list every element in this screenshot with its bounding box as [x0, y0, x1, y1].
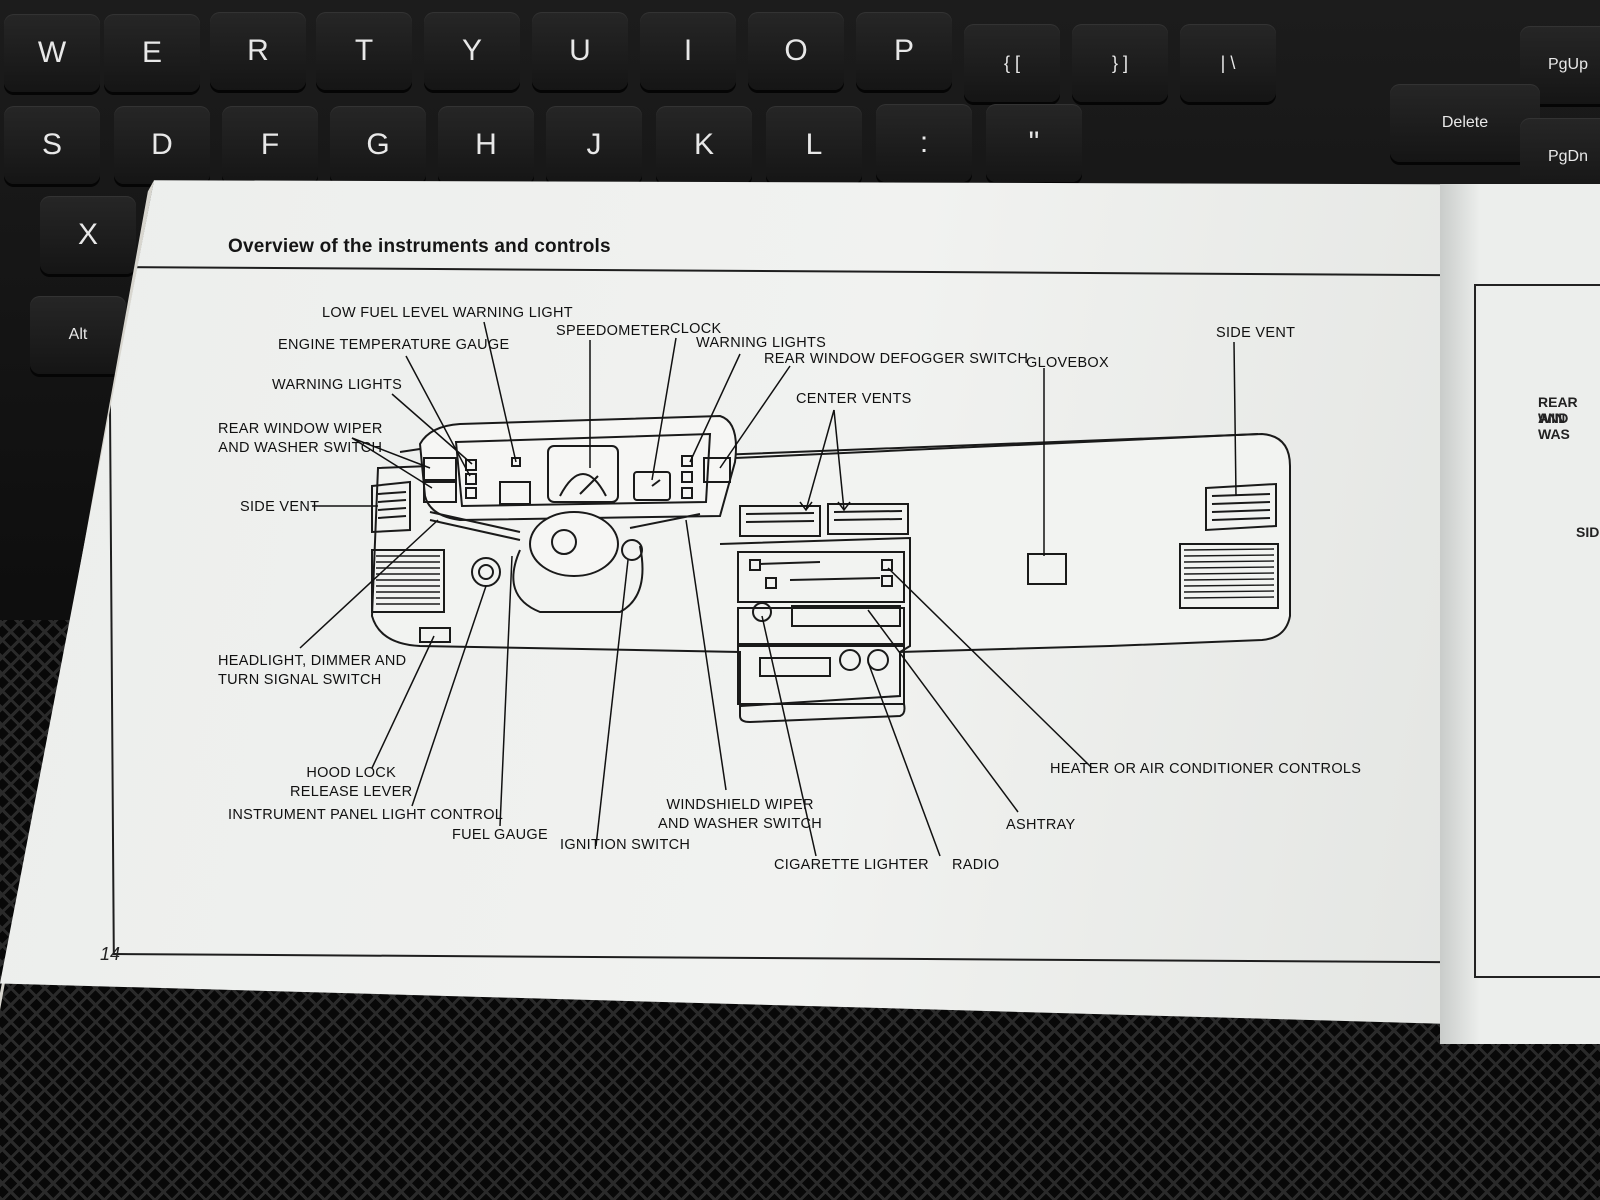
key-h: H [438, 106, 534, 184]
key-delete: Delete [1390, 84, 1540, 162]
owners-manual: Overview of the instruments and controls… [0, 176, 1600, 1056]
label-glovebox: GLOVEBOX [1026, 355, 1109, 371]
next-page-frame [1474, 284, 1600, 978]
label-rear-wiper-line2: AND WASHER SWITCH [218, 440, 383, 456]
key-alt: Alt [30, 296, 126, 374]
label-headlight-line1: HEADLIGHT, DIMMER AND [218, 653, 407, 669]
label-heater-ac-controls: HEATER OR AIR CONDITIONER CONTROLS [1050, 761, 1362, 777]
label-headlight-line2: TURN SIGNAL SWITCH [218, 672, 382, 688]
key-colon: : [876, 104, 972, 182]
key-t: T [316, 12, 412, 90]
label-hood-lock-release: HOOD LOCK RELEASE LEVER [290, 764, 412, 802]
label-clock: CLOCK [670, 321, 722, 337]
label-wiper-line1: WINDSHIELD WIPER [666, 797, 814, 813]
label-center-vents: CENTER VENTS [796, 391, 912, 407]
manual-page: Overview of the instruments and controls… [0, 180, 1525, 1026]
key-backslash: | \ [1180, 24, 1276, 102]
label-rear-wiper-line1: REAR WINDOW WIPER [218, 421, 383, 437]
key-d: D [114, 106, 210, 184]
label-instrument-panel-light-control: INSTRUMENT PANEL LIGHT CONTROL [228, 807, 504, 823]
label-cigarette-lighter: CIGARETTE LIGHTER [774, 857, 929, 873]
label-windshield-wiper: WINDSHIELD WIPER AND WASHER SWITCH [658, 796, 822, 834]
label-fuel-gauge: FUEL GAUGE [452, 827, 548, 843]
next-page-text-3: SIDE [1576, 524, 1600, 540]
key-x: X [40, 196, 136, 274]
key-bracket-right: } ] [1072, 24, 1168, 102]
key-g: G [330, 106, 426, 184]
page-title: Overview of the instruments and controls [228, 236, 611, 257]
label-rear-window-defogger-switch: REAR WINDOW DEFOGGER SWITCH [764, 351, 1029, 367]
label-low-fuel-warning-light: LOW FUEL LEVEL WARNING LIGHT [322, 305, 573, 321]
label-hood-line1: HOOD LOCK [306, 765, 397, 781]
key-u: U [532, 12, 628, 90]
key-quote: " [986, 104, 1082, 182]
key-p: P [856, 12, 952, 90]
key-s: S [4, 106, 100, 184]
label-hood-line2: RELEASE LEVER [290, 784, 413, 800]
label-radio: RADIO [952, 857, 1000, 873]
label-warning-lights-right: WARNING LIGHTS [696, 335, 827, 351]
key-k: K [656, 106, 752, 184]
label-speedometer: SPEEDOMETER [556, 323, 671, 339]
label-ignition-switch: IGNITION SWITCH [560, 837, 691, 853]
key-bracket-left: { [ [964, 24, 1060, 102]
label-engine-temperature-gauge: ENGINE TEMPERATURE GAUGE [278, 337, 510, 353]
label-rear-window-wiper: REAR WINDOW WIPER AND WASHER SWITCH [218, 420, 383, 458]
label-warning-lights-left: WARNING LIGHTS [272, 377, 403, 393]
label-side-vent-left: SIDE VENT [240, 499, 320, 515]
dashboard-diagram [299, 321, 1291, 857]
label-headlight-switch: HEADLIGHT, DIMMER AND TURN SIGNAL SWITCH [218, 652, 406, 690]
key-f: F [222, 106, 318, 184]
key-i: I [640, 12, 736, 90]
label-wiper-line2: AND WASHER SWITCH [658, 816, 823, 832]
key-pgdn: PgDn [1520, 118, 1600, 196]
key-l: L [766, 106, 862, 184]
key-w: W [4, 14, 100, 92]
key-e: E [104, 14, 200, 92]
key-y: Y [424, 12, 520, 90]
label-side-vent-right: SIDE VENT [1216, 325, 1296, 341]
next-page-text-1: REAR WIN [1538, 394, 1578, 426]
key-r: R [210, 12, 306, 90]
key-o: O [748, 12, 844, 90]
page-number: 14 [100, 944, 121, 964]
key-j: J [546, 106, 642, 184]
label-ashtray: ASHTRAY [1006, 817, 1076, 833]
next-page-fragment: REAR WIN AND WAS SIDE [1440, 184, 1600, 1044]
next-page-text-2: AND WAS [1538, 410, 1570, 442]
